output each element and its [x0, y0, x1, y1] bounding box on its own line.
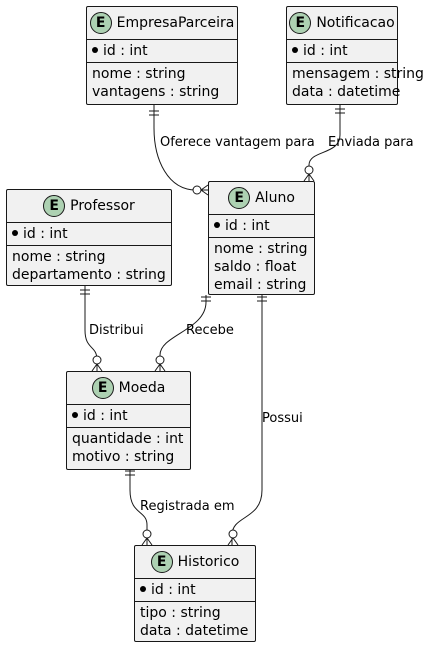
entity-professor[interactable]: E Professor id : int nome : string depar… [6, 189, 172, 286]
label-recebe: Recebe [186, 323, 234, 338]
entity-name: Historico [177, 554, 240, 570]
attribute-field: mensagem : string [292, 66, 424, 82]
label-enviada: Enviada para [328, 135, 414, 150]
key-icon [12, 230, 18, 236]
primary-key-field: id : int [67, 405, 190, 427]
entity-badge-icon: E [228, 187, 251, 209]
primary-key-field: id : int [7, 223, 171, 245]
edge-registrada [129, 470, 148, 545]
entity-header: E Moeda [67, 372, 190, 404]
edge-possui [231, 295, 263, 545]
entity-badge-icon: E [91, 377, 114, 399]
attribute-field: motivo : string [72, 449, 175, 465]
entity-name: EmpresaParceira [116, 15, 235, 31]
attribute-field: departamento : string [12, 267, 166, 283]
attribute-field: quantidade : int [72, 431, 184, 447]
edge-recebe [159, 295, 207, 371]
entity-notificacao[interactable]: E Notificacao id : int mensagem : string… [286, 6, 424, 105]
primary-key-field: id : int [87, 40, 237, 62]
attribute-field: data : datetime [140, 623, 249, 639]
primary-key-field: id : int [287, 40, 397, 62]
entity-badge-icon: E [43, 195, 66, 217]
key-icon [140, 586, 146, 592]
key-icon [92, 47, 98, 53]
entity-empresaparceira[interactable]: E EmpresaParceira id : int nome : string… [86, 6, 238, 105]
label-possui: Possui [262, 411, 303, 426]
attribute-field: nome : string [12, 249, 106, 265]
entity-name: Professor [70, 198, 135, 214]
attribute-field: tipo : string [140, 605, 221, 621]
entity-historico[interactable]: E Historico id : int tipo : string data … [134, 545, 256, 642]
attribute-field: nome : string [214, 241, 308, 257]
attribute-field: vantagens : string [92, 84, 220, 100]
entity-badge-icon: E [150, 551, 173, 573]
entity-header: E EmpresaParceira [87, 7, 237, 39]
attribute-field: saldo : float [214, 259, 297, 275]
entity-header: E Historico [135, 546, 255, 578]
entity-header: E Notificacao [287, 7, 397, 39]
entity-name: Aluno [255, 190, 295, 206]
entity-moeda[interactable]: E Moeda id : int quantidade : int motivo… [66, 371, 191, 470]
primary-key-field: id : int [209, 215, 314, 237]
key-icon [214, 222, 220, 228]
entity-aluno[interactable]: E Aluno id : int nome : string saldo : f… [208, 181, 315, 295]
entity-header: E Aluno [209, 182, 314, 214]
entity-name: Notificacao [316, 15, 395, 31]
attribute-field: nome : string [92, 66, 186, 82]
key-icon [292, 47, 298, 53]
attribute-field: data : datetime [292, 84, 401, 100]
entity-badge-icon: E [89, 12, 112, 34]
label-registrada: Registrada em [140, 499, 235, 514]
label-distribui: Distribui [89, 323, 144, 338]
entity-name: Moeda [118, 380, 166, 396]
key-icon [72, 412, 78, 418]
edge-enviada [308, 105, 341, 181]
entity-badge-icon: E [289, 12, 312, 34]
entity-header: E Professor [7, 190, 171, 222]
primary-key-field: id : int [135, 579, 255, 601]
label-oferece: Oferece vantagem para [160, 135, 315, 150]
attribute-field: email : string [214, 277, 307, 293]
